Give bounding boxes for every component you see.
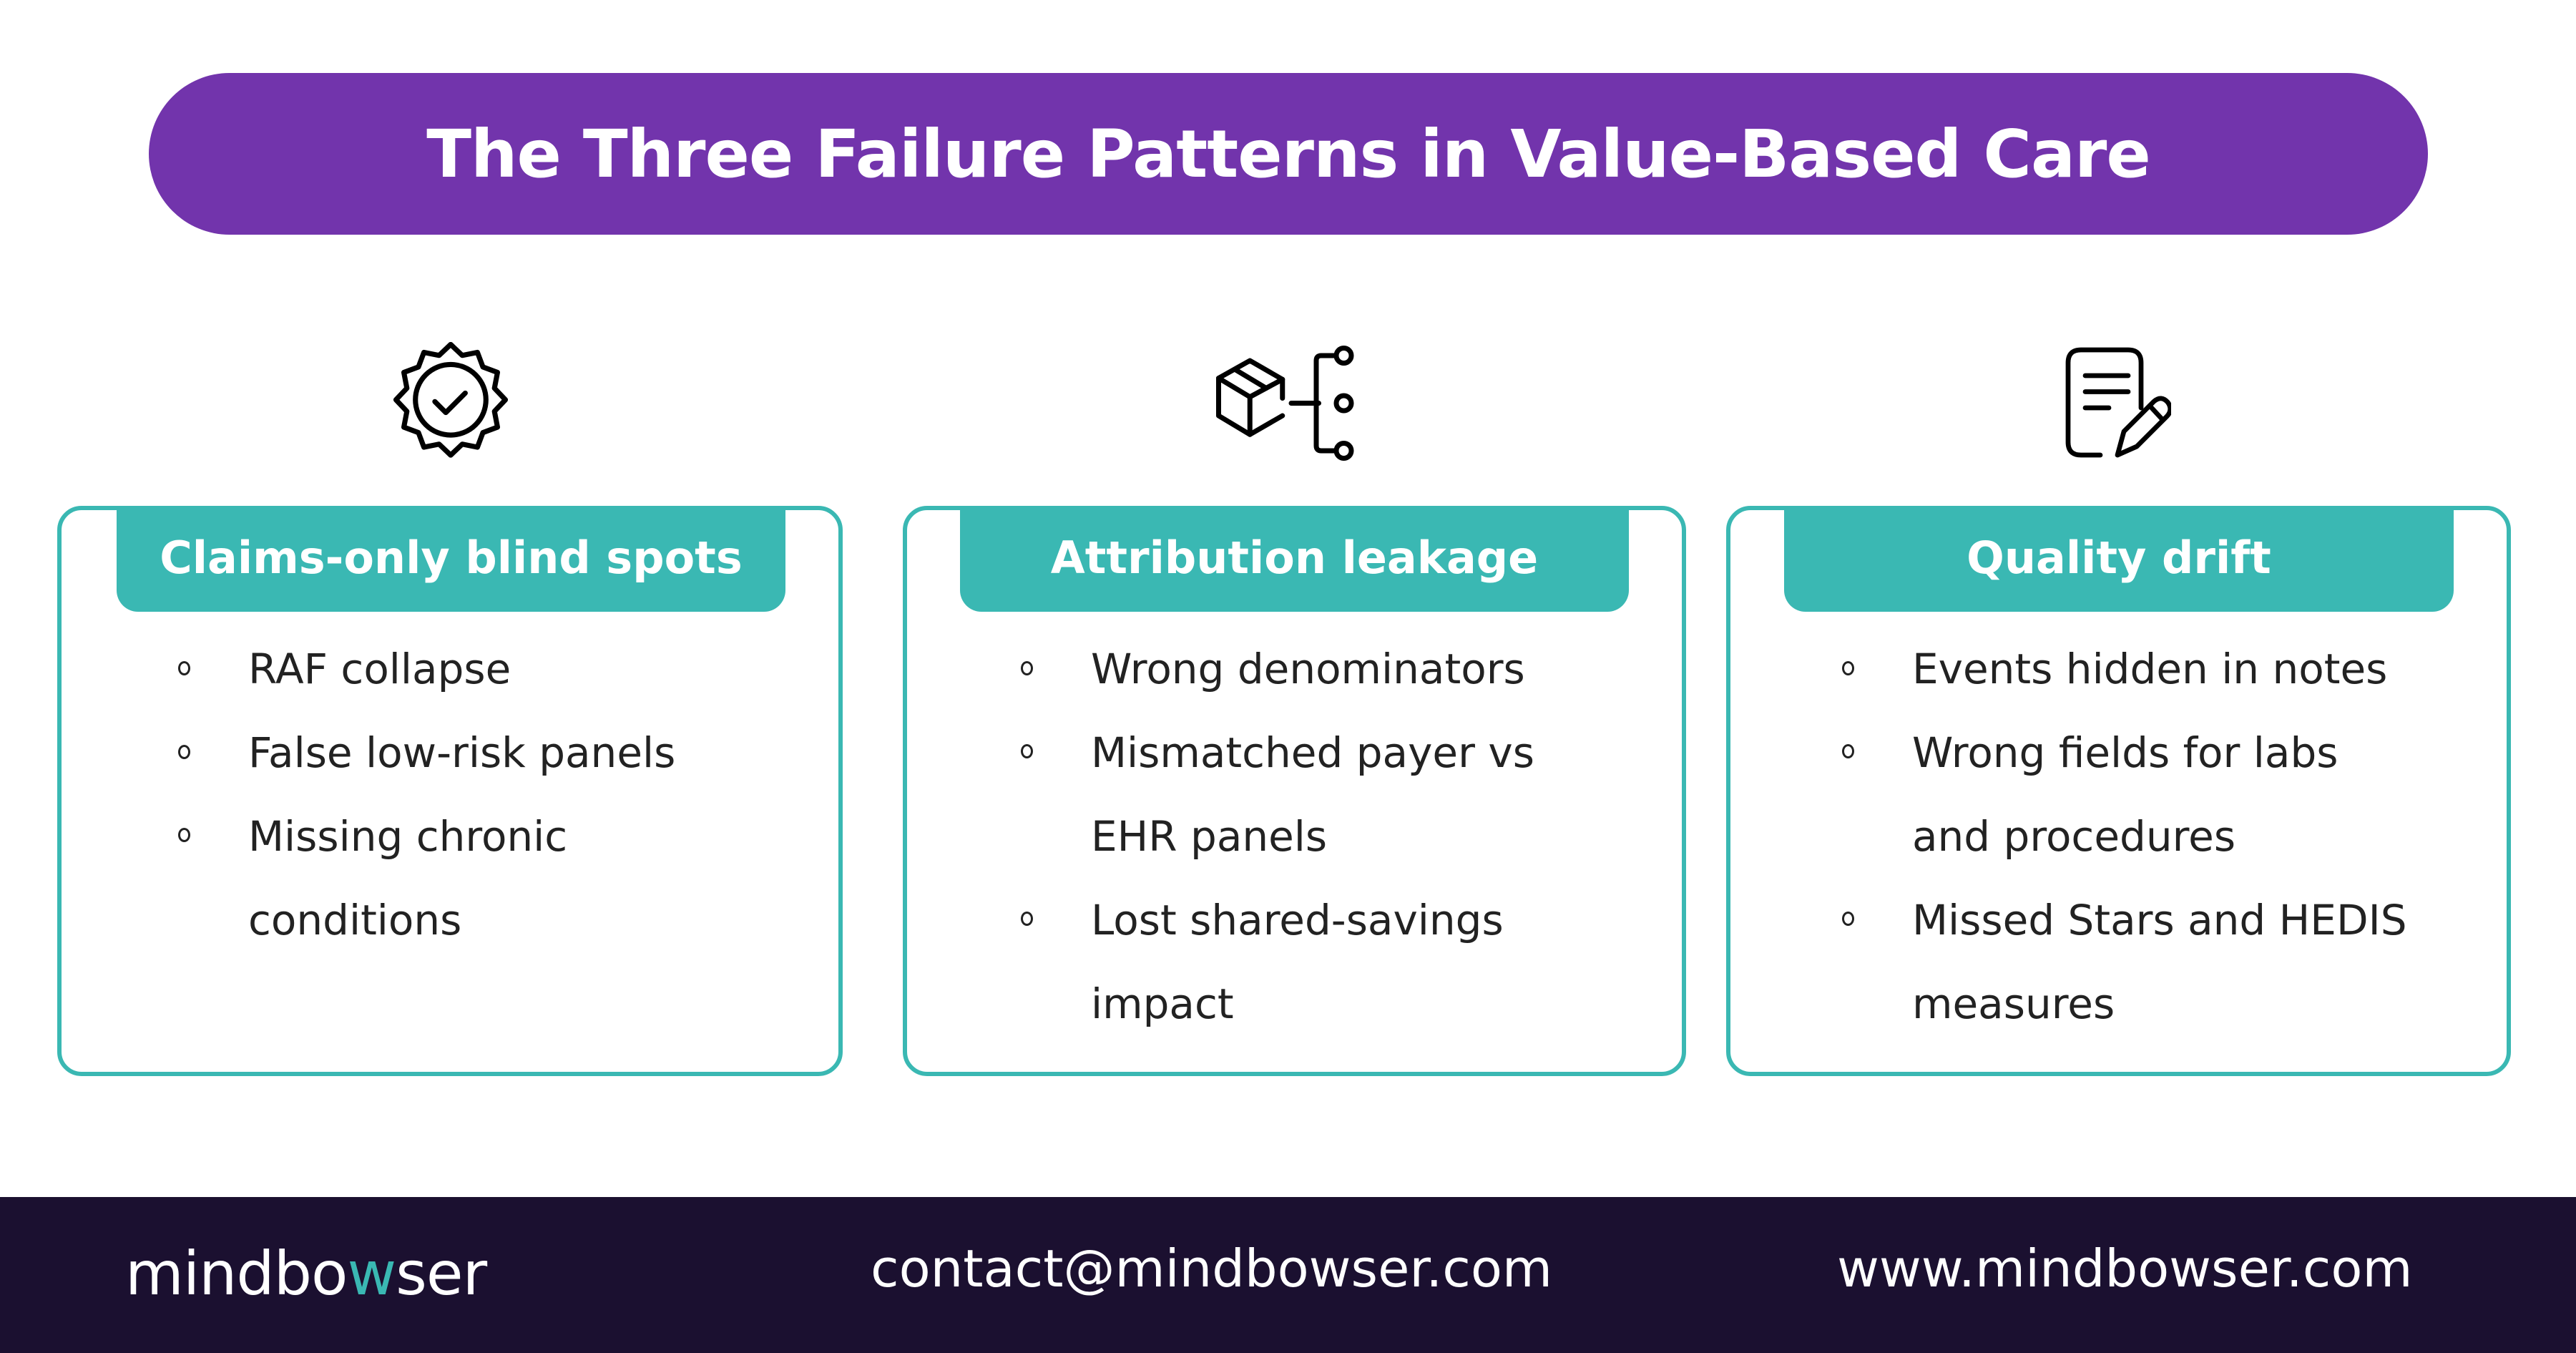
bullet-circle-icon (178, 828, 190, 842)
list-item: Mismatched payer vs EHR panels (907, 711, 1592, 879)
card-header: Attribution leakage (960, 506, 1629, 612)
card-title: Quality drift (1967, 531, 2271, 584)
card-attribution-leakage: Attribution leakage Wrong denominators M… (903, 506, 1686, 1076)
bullet-list: RAF collapse False low-risk panels Missi… (62, 627, 838, 962)
bullet-list: Events hidden in notes Wrong fields for … (1730, 627, 2507, 1046)
box-network-icon (1216, 336, 1366, 465)
title-banner: The Three Failure Patterns in Value-Base… (149, 73, 2428, 235)
badge-check-icon (390, 342, 511, 464)
list-item: Missing chronic conditions (62, 795, 592, 962)
bullet-circle-icon (1021, 912, 1033, 926)
list-item: RAF collapse (62, 627, 838, 711)
document-edit-icon (2064, 343, 2171, 461)
list-item: Lost shared-savings impact (907, 879, 1549, 1046)
bullet-circle-icon (178, 660, 190, 675)
list-item: Events hidden in notes (1730, 627, 2507, 711)
list-item: Missed Stars and HEDIS measures (1730, 879, 2427, 1046)
website-link[interactable]: www.mindbowser.com (1837, 1239, 2413, 1299)
card-quality-drift: Quality drift Events hidden in notes Wro… (1726, 506, 2511, 1076)
bullet-circle-icon (1021, 744, 1033, 758)
bullet-list: Wrong denominators Mismatched payer vs E… (907, 627, 1682, 1046)
card-header: Claims-only blind spots (117, 506, 785, 612)
list-item: Wrong fields for labs and procedures (1730, 711, 2399, 879)
mindbowser-logo[interactable]: mindbowser (125, 1239, 487, 1309)
list-item: False low-risk panels (62, 711, 838, 795)
bullet-circle-icon (1021, 660, 1033, 675)
bullet-circle-icon (1842, 912, 1854, 926)
bullet-circle-icon (1842, 660, 1854, 675)
footer: mindbowser contact@mindbowser.com www.mi… (0, 1197, 2576, 1353)
bullet-circle-icon (178, 744, 190, 759)
card-title: Claims-only blind spots (160, 531, 743, 584)
card-title: Attribution leakage (1050, 531, 1539, 584)
bullet-circle-icon (1842, 744, 1854, 758)
list-item: Wrong denominators (907, 627, 1682, 711)
page-title: The Three Failure Patterns in Value-Base… (426, 115, 2151, 192)
card-header: Quality drift (1784, 506, 2454, 612)
contact-email-link[interactable]: contact@mindbowser.com (871, 1239, 1553, 1299)
card-claims-only-blind-spots: Claims-only blind spots RAF collapse Fal… (57, 506, 843, 1076)
